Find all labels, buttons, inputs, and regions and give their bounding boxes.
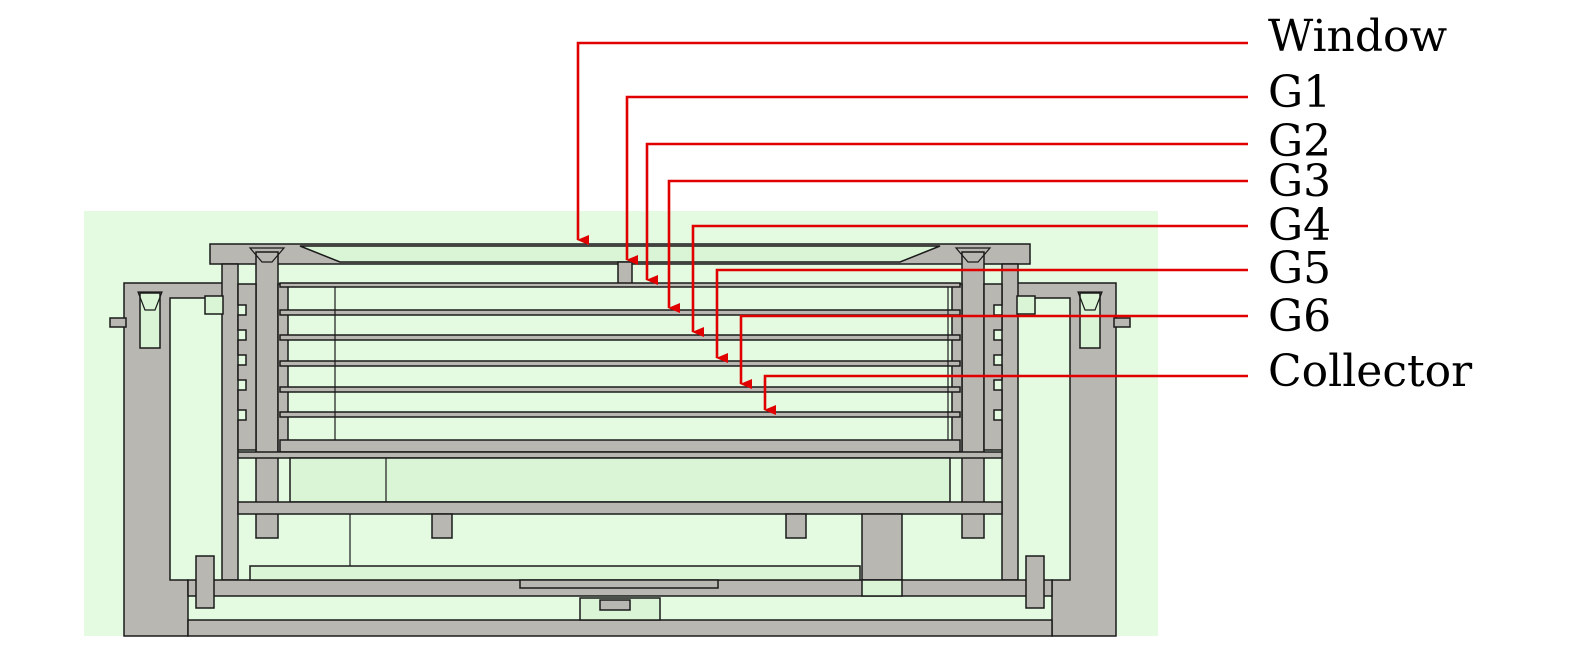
grid-g1: [279, 282, 961, 288]
leader-collector: [763, 374, 1248, 415]
inner-wall-left: [221, 263, 239, 581]
leader-g5: [715, 268, 1248, 363]
label-g3: G3: [1268, 156, 1331, 207]
leader-g4: [691, 224, 1248, 337]
labels: Window G1 G2 G3 G4 G5 G6 Collector: [1268, 11, 1473, 397]
detector-assembly: [109, 243, 1131, 637]
label-g4: G4: [1268, 200, 1331, 251]
leader-g3: [667, 179, 1248, 313]
grid-g2: [279, 309, 961, 316]
label-g6: G6: [1268, 291, 1331, 342]
inner-wall-right: [1001, 263, 1019, 581]
label-g5: G5: [1268, 243, 1331, 294]
leader-lines: [576, 41, 1248, 415]
leader-g6: [739, 314, 1248, 389]
grid-g3: [279, 334, 961, 341]
label-g2: G2: [1268, 116, 1331, 167]
leader-g1: [625, 95, 1248, 265]
collector-plate: [279, 439, 961, 453]
bolt-left: [255, 251, 279, 539]
label-collector: Collector: [1268, 346, 1473, 397]
grid-g4: [279, 360, 961, 367]
bolt-right: [961, 251, 985, 539]
label-g1: G1: [1268, 67, 1331, 118]
label-window: Window: [1268, 11, 1448, 62]
grid-g5: [279, 386, 961, 393]
grid-g6: [279, 411, 961, 418]
leader-window: [576, 41, 1248, 245]
leader-g2: [645, 142, 1248, 285]
